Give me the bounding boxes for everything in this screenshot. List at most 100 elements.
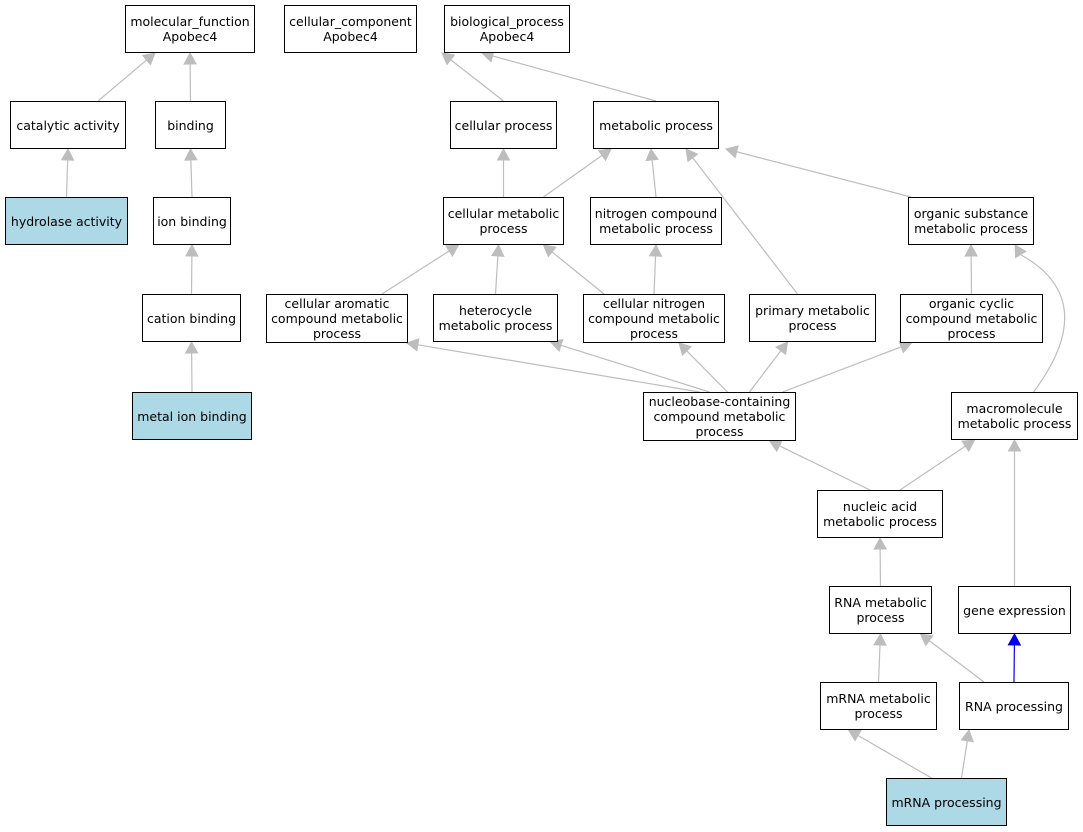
arrowhead-mrna_proc-to-mrna_metab <box>847 729 862 742</box>
edge-nucleobase-to-cell_arom <box>417 344 700 393</box>
edge-nitro_metab-to-metabolic_process <box>651 159 657 198</box>
arrowhead-cell_nitro-to-nitro_metab <box>648 243 663 257</box>
node-nucleobase-containing-compound-metabolic-process: nucleobase-containing compound metabolic… <box>643 392 796 441</box>
arrowhead-rna_proc-to-rna_metab <box>919 633 934 647</box>
arrowhead-cell_nitro-to-cell_metab <box>542 244 557 258</box>
arrowhead-catalytic-to-mf_root <box>141 52 156 66</box>
node-rna-metabolic-process: RNA metabolic process <box>829 586 932 634</box>
node-label: hydrolase activity <box>10 213 123 229</box>
edge-nucleobase-to-cell_nitro <box>686 350 728 393</box>
node-label: cellular aromatic compound metabolic pro… <box>271 296 403 341</box>
arrowhead-org_sub-to-metabolic_process <box>724 145 739 159</box>
node-rna-processing: RNA processing <box>959 682 1069 730</box>
node-label: cation binding <box>146 310 237 326</box>
node-cellular-metabolic-process: cellular metabolic process <box>443 197 564 245</box>
node-cation-binding: cation binding <box>142 294 241 342</box>
arrowhead-metal_ion-to-cation <box>184 340 199 354</box>
node-label: heterocycle metabolic process <box>438 303 553 333</box>
node-hydrolase-activity: hydrolase activity <box>5 197 128 245</box>
node-macromolecule-metabolic-process: macromolecule metabolic process <box>951 392 1078 440</box>
node-label: organic substance metabolic process <box>913 206 1029 236</box>
arrowhead-hydrolase-to-catalytic <box>60 147 75 161</box>
arrowhead-hetero-to-cell_metab <box>490 243 505 257</box>
arrowhead-cellular_process-to-bp_root <box>441 52 456 66</box>
node-label: gene expression <box>963 602 1066 618</box>
node-binding: binding <box>155 101 226 149</box>
node-label: primary metabolic process <box>755 303 870 333</box>
edge-cellular_process-to-bp_root <box>450 59 504 102</box>
arrowhead-ion_binding-to-binding <box>184 147 198 161</box>
arrowhead-rna_metab-to-nucleic <box>873 536 887 550</box>
node-label: ion binding <box>157 213 227 229</box>
node-label: cellular nitrogen compound metabolic pro… <box>588 296 720 341</box>
edge-catalytic-to-mf_root <box>97 59 147 102</box>
node-metabolic-process: metabolic process <box>593 101 719 149</box>
arrowhead-primary-to-metabolic_process <box>685 148 699 163</box>
node-label: metabolic process <box>599 117 713 133</box>
node-cellular-aromatic-compound-metabolic-process: cellular aromatic compound metabolic pro… <box>266 294 408 343</box>
edge-cell_arom-to-cell_metab <box>381 250 450 295</box>
node-label: catalytic activity <box>16 117 120 133</box>
edge-mrna_metab-to-rna_metab <box>877 644 881 683</box>
arrowhead-mrna_proc-to-rna_proc <box>960 728 974 743</box>
node-label: biological_process Apobec4 <box>450 14 564 44</box>
node-molecular-function-root: molecular_function Apobec4 <box>125 5 255 53</box>
edge-cell_nitro-to-nitro_metab <box>653 255 657 295</box>
node-heterocycle-metabolic-process: heterocycle metabolic process <box>433 294 558 342</box>
edge-mrna_proc-to-rna_proc <box>960 740 968 779</box>
edge-hetero-to-cell_metab <box>494 255 499 295</box>
node-label: mRNA processing <box>891 794 1002 810</box>
node-label: metal ion binding <box>137 408 247 424</box>
arrowhead-cell_metab-to-cellular_process <box>496 147 511 161</box>
arrowhead-cell_arom-to-cell_metab <box>445 244 460 257</box>
arrowhead-binding-to-mf_root <box>183 51 197 65</box>
arrowhead-nitro_metab-to-metabolic_process <box>645 147 659 162</box>
node-nucleic-acid-metabolic-process: nucleic acid metabolic process <box>817 490 943 538</box>
node-catalytic-activity: catalytic activity <box>10 101 126 149</box>
node-nitrogen-compound-metabolic-process: nitrogen compound metabolic process <box>590 197 722 245</box>
arrowhead-macro-to-org_sub <box>1014 244 1027 259</box>
arrowhead-nucleobase-to-primary <box>775 341 789 356</box>
arrowhead-cation-to-ion_binding <box>185 243 199 257</box>
node-label: nitrogen compound metabolic process <box>594 206 718 236</box>
edge-primary-to-metabolic_process <box>692 157 798 295</box>
node-label: RNA processing <box>965 698 1063 714</box>
node-label: cellular process <box>454 117 553 133</box>
node-label: RNA metabolic process <box>834 595 927 625</box>
node-label: cellular_component Apobec4 <box>289 14 412 44</box>
node-mrna-metabolic-process: mRNA metabolic process <box>820 682 937 730</box>
node-gene-expression: gene expression <box>958 586 1071 634</box>
node-label: macromolecule metabolic process <box>957 401 1072 431</box>
arrowhead-mrna_metab-to-rna_metab <box>873 632 887 646</box>
arrowhead-nucleobase-to-cell_nitro <box>678 342 692 356</box>
edge-macro-to-org_sub <box>1020 254 1066 393</box>
node-label: binding <box>167 117 214 133</box>
edge-metabolic_process-to-bp_root <box>492 55 657 102</box>
node-organic-cyclic-compound-metabolic-process: organic cyclic compound metabolic proces… <box>900 294 1043 343</box>
edge-nucleic-to-nucleobase <box>779 445 871 491</box>
edge-nucleic-to-macro <box>899 445 966 491</box>
edge-hydrolase-to-catalytic <box>65 159 69 198</box>
edge-nucleobase-to-primary <box>749 350 782 393</box>
node-label: nucleic acid metabolic process <box>823 499 937 529</box>
node-label: molecular_function Apobec4 <box>130 14 250 44</box>
edge-nucleobase-to-org_cyc <box>782 346 902 393</box>
edge-ion_binding-to-binding <box>190 159 193 198</box>
node-mrna-processing: mRNA processing <box>886 778 1007 826</box>
node-label: nucleobase-containing compound metabolic… <box>648 394 791 439</box>
edge-mrna_proc-to-mrna_metab <box>857 734 932 779</box>
node-ion-binding: ion binding <box>153 197 231 245</box>
node-label: mRNA metabolic process <box>826 691 931 721</box>
node-biological-process-root: biological_process Apobec4 <box>444 5 570 53</box>
node-metal-ion-binding: metal ion binding <box>132 392 252 440</box>
arrowhead-rna_proc-to-gene_expr <box>1007 632 1022 646</box>
node-cellular-component-root: cellular_component Apobec4 <box>284 5 417 53</box>
arrowhead-org_cyc-to-org_sub <box>964 243 978 257</box>
edge-nucleobase-to-hetero <box>560 344 710 393</box>
arrowhead-gene_expr-to-macro <box>1007 438 1022 452</box>
edge-rna_proc-to-rna_metab <box>928 640 985 683</box>
arrowhead-cell_metab-to-metabolic_process <box>597 148 612 162</box>
arrowhead-nucleic-to-macro <box>961 439 976 453</box>
